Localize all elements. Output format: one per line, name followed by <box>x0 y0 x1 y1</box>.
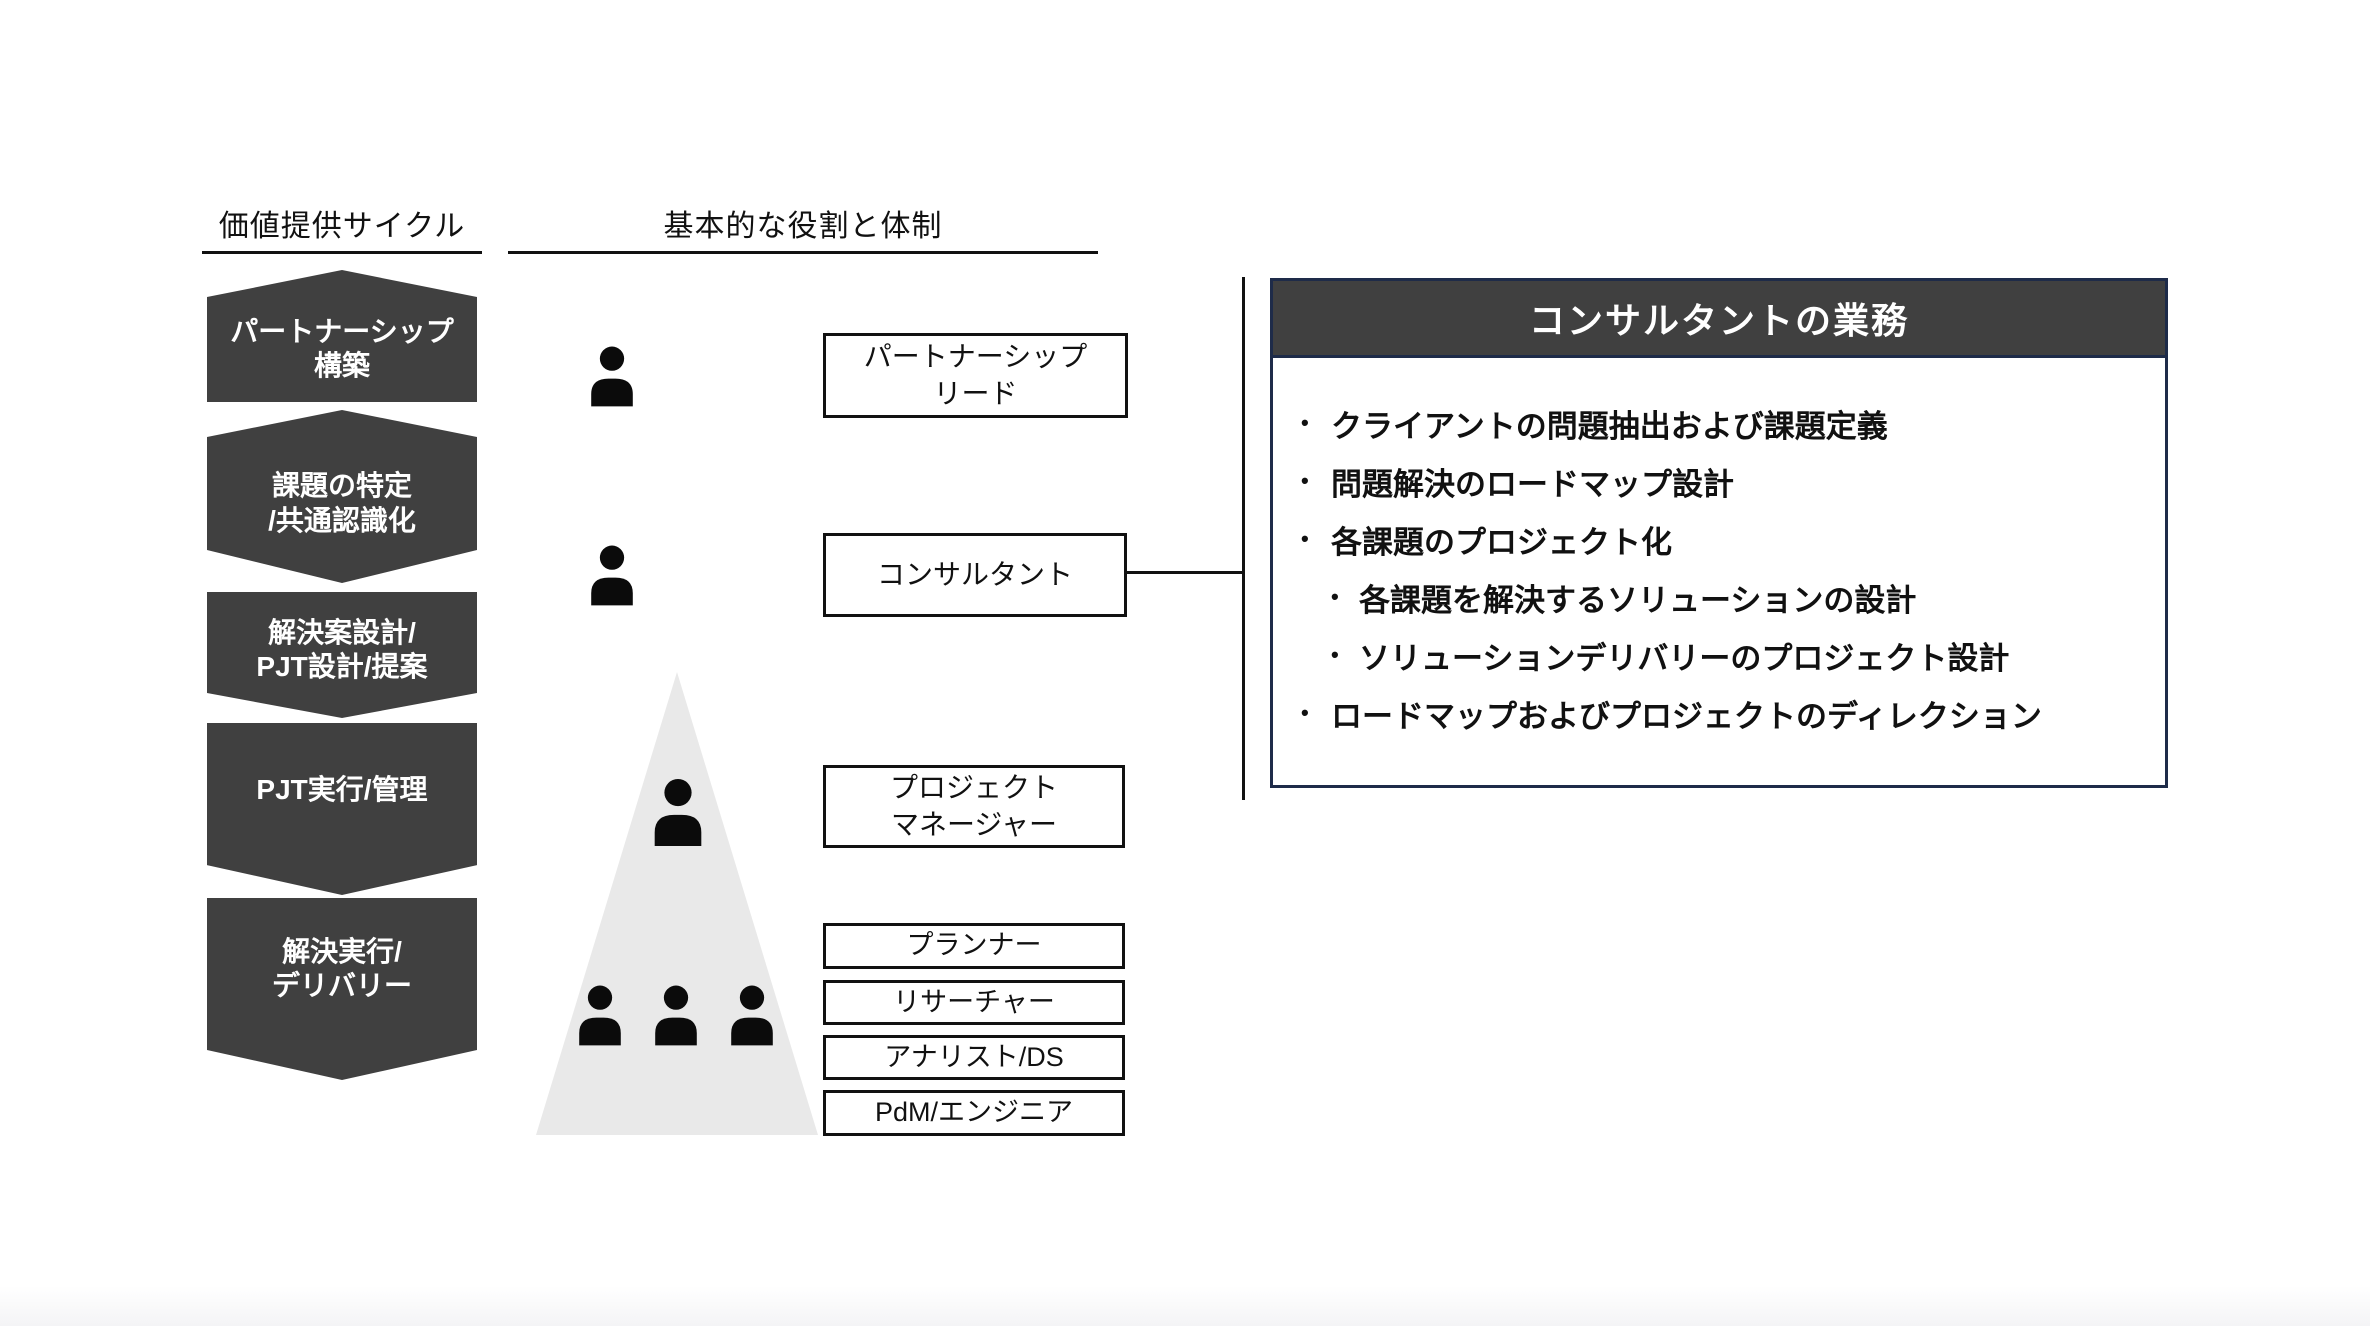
duty-item: 各課題のプロジェクト化 <box>1273 510 2165 568</box>
role-box-analyst-ds: アナリスト/DS <box>823 1035 1125 1080</box>
duty-item: クライアントの問題抽出および課題定義 <box>1273 394 2165 452</box>
consultant-duties-title: コンサルタントの業務 <box>1273 281 2165 358</box>
consultant-duties-list: クライアントの問題抽出および課題定義 問題解決のロードマップ設計 各課題のプロジ… <box>1273 394 2165 742</box>
cycle-step-partnership: パートナーシップ 構築 <box>207 270 477 402</box>
roles-header-label: 基本的な役割と体制 <box>663 210 943 243</box>
duty-sub-item: 各課題を解決するソリューションの設計 <box>1273 568 2165 626</box>
role-box-consultant: コンサルタント <box>823 533 1127 617</box>
person-icon <box>650 984 702 1046</box>
value-cycle-header-label: 価値提供サイクル <box>218 210 466 243</box>
consultant-duties-body: クライアントの問題抽出および課題定義 問題解決のロードマップ設計 各課題のプロジ… <box>1273 358 2165 742</box>
team-pyramid-triangle <box>536 672 818 1135</box>
consultant-duties-panel: コンサルタントの業務 クライアントの問題抽出および課題定義 問題解決のロードマッ… <box>1270 278 2168 788</box>
role-box-pdm-engineer: PdM/エンジニア <box>823 1090 1125 1136</box>
page-bottom-fade <box>0 1286 2370 1326</box>
role-box-project-manager: プロジェクト マネージャー <box>823 765 1125 848</box>
panel-bracket-line <box>1242 277 1245 800</box>
role-box-planner: プランナー <box>823 923 1125 969</box>
cycle-step-solution-design: 解決案設計/ PJT設計/提案 <box>207 592 477 718</box>
person-icon <box>586 343 638 409</box>
consultant-duties-title-label: コンサルタントの業務 <box>1528 300 1909 341</box>
person-icon <box>726 984 778 1046</box>
role-box-researcher: リサーチャー <box>823 980 1125 1025</box>
person-icon <box>648 778 708 846</box>
cycle-step-pjt-execution: PJT実行/管理 <box>207 723 477 895</box>
role-box-partnership-lead: パートナーシップ リード <box>823 333 1128 418</box>
person-icon <box>574 984 626 1046</box>
duty-item: 問題解決のロードマップ設計 <box>1273 452 2165 510</box>
cycle-step-issue-identification: 課題の特定 /共通認識化 <box>207 410 477 583</box>
duty-item: ロードマップおよびプロジェクトのディレクション <box>1273 684 2165 742</box>
cycle-step-delivery: 解決実行/ デリバリー <box>207 898 477 1080</box>
consultant-connector-line <box>1127 571 1243 574</box>
person-icon <box>586 542 638 608</box>
value-cycle-header: 価値提供サイクル <box>202 206 482 254</box>
roles-header: 基本的な役割と体制 <box>508 206 1098 254</box>
duty-sub-item: ソリューションデリバリーのプロジェクト設計 <box>1273 626 2165 684</box>
